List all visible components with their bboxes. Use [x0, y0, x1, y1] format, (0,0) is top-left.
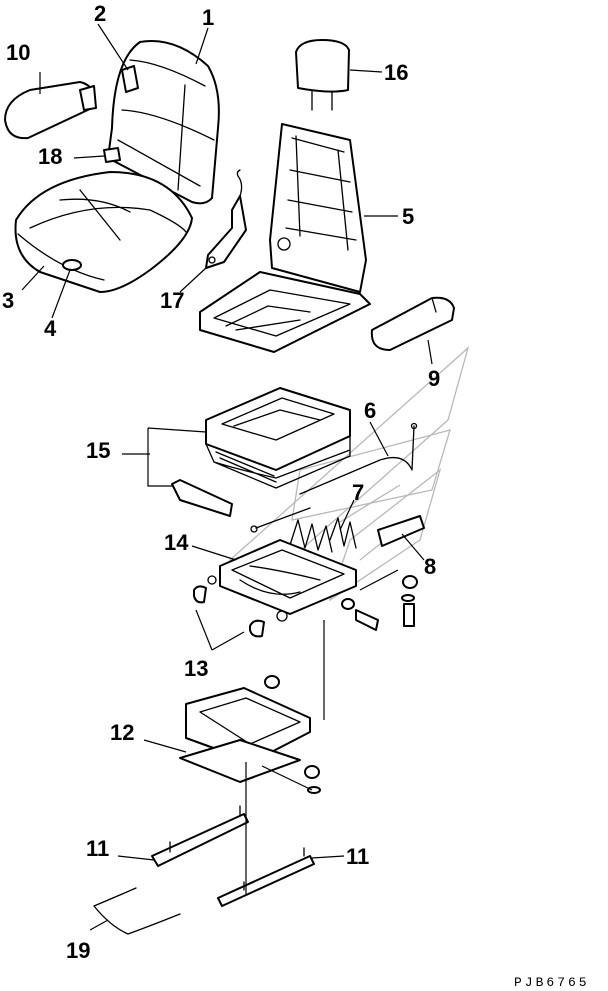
slide-rail-assembly — [207, 539, 357, 622]
frame-wire-19 — [93, 887, 181, 935]
callout-14: 14 — [164, 530, 189, 555]
lever-bracket-17 — [205, 169, 247, 269]
suspension-assembly — [171, 387, 351, 517]
recline-lever-knob — [121, 65, 139, 93]
callout-18: 18 — [38, 144, 62, 169]
springs — [289, 517, 357, 553]
hardware — [264, 575, 418, 794]
callout-16: 16 — [384, 60, 408, 85]
plate-8 — [377, 515, 425, 547]
leader-lines — [21, 23, 433, 931]
callout-10: 10 — [6, 40, 30, 65]
callout-13: 13 — [184, 656, 208, 681]
callout-8: 8 — [424, 554, 436, 579]
callout-4: 4 — [44, 316, 57, 341]
callout-7: 7 — [352, 480, 364, 505]
callout-2: 2 — [94, 1, 106, 26]
drawing-code: PJB6765 — [514, 975, 590, 990]
callout-11-left: 11 — [86, 836, 109, 861]
callout-5: 5 — [402, 204, 414, 229]
callout-11-right: 11 — [346, 844, 369, 869]
slide-rails — [151, 805, 315, 907]
armrest-right — [370, 296, 455, 351]
seat-back-cushion — [107, 40, 220, 205]
callout-6: 6 — [364, 398, 376, 423]
clips-13 — [193, 585, 265, 638]
callout-17: 17 — [160, 288, 184, 313]
headrest — [295, 39, 350, 111]
spacer-plate-15 — [171, 479, 233, 517]
lever-knob-4 — [62, 259, 82, 271]
bracket-18 — [103, 147, 121, 163]
callout-12: 12 — [110, 720, 134, 745]
armrest-left — [4, 81, 97, 140]
callout-1: 1 — [202, 5, 214, 30]
callout-9: 9 — [428, 366, 440, 391]
base-plate — [179, 687, 311, 783]
callout-3: 3 — [2, 288, 14, 313]
callout-19: 19 — [66, 938, 90, 963]
cable-end — [255, 507, 311, 529]
control-cable — [299, 425, 415, 495]
callouts: 2 1 10 18 3 4 17 16 5 9 6 15 7 8 14 13 1… — [2, 1, 440, 963]
seat-cushion — [14, 171, 193, 293]
seat-frame — [199, 123, 371, 353]
callout-15: 15 — [86, 438, 110, 463]
